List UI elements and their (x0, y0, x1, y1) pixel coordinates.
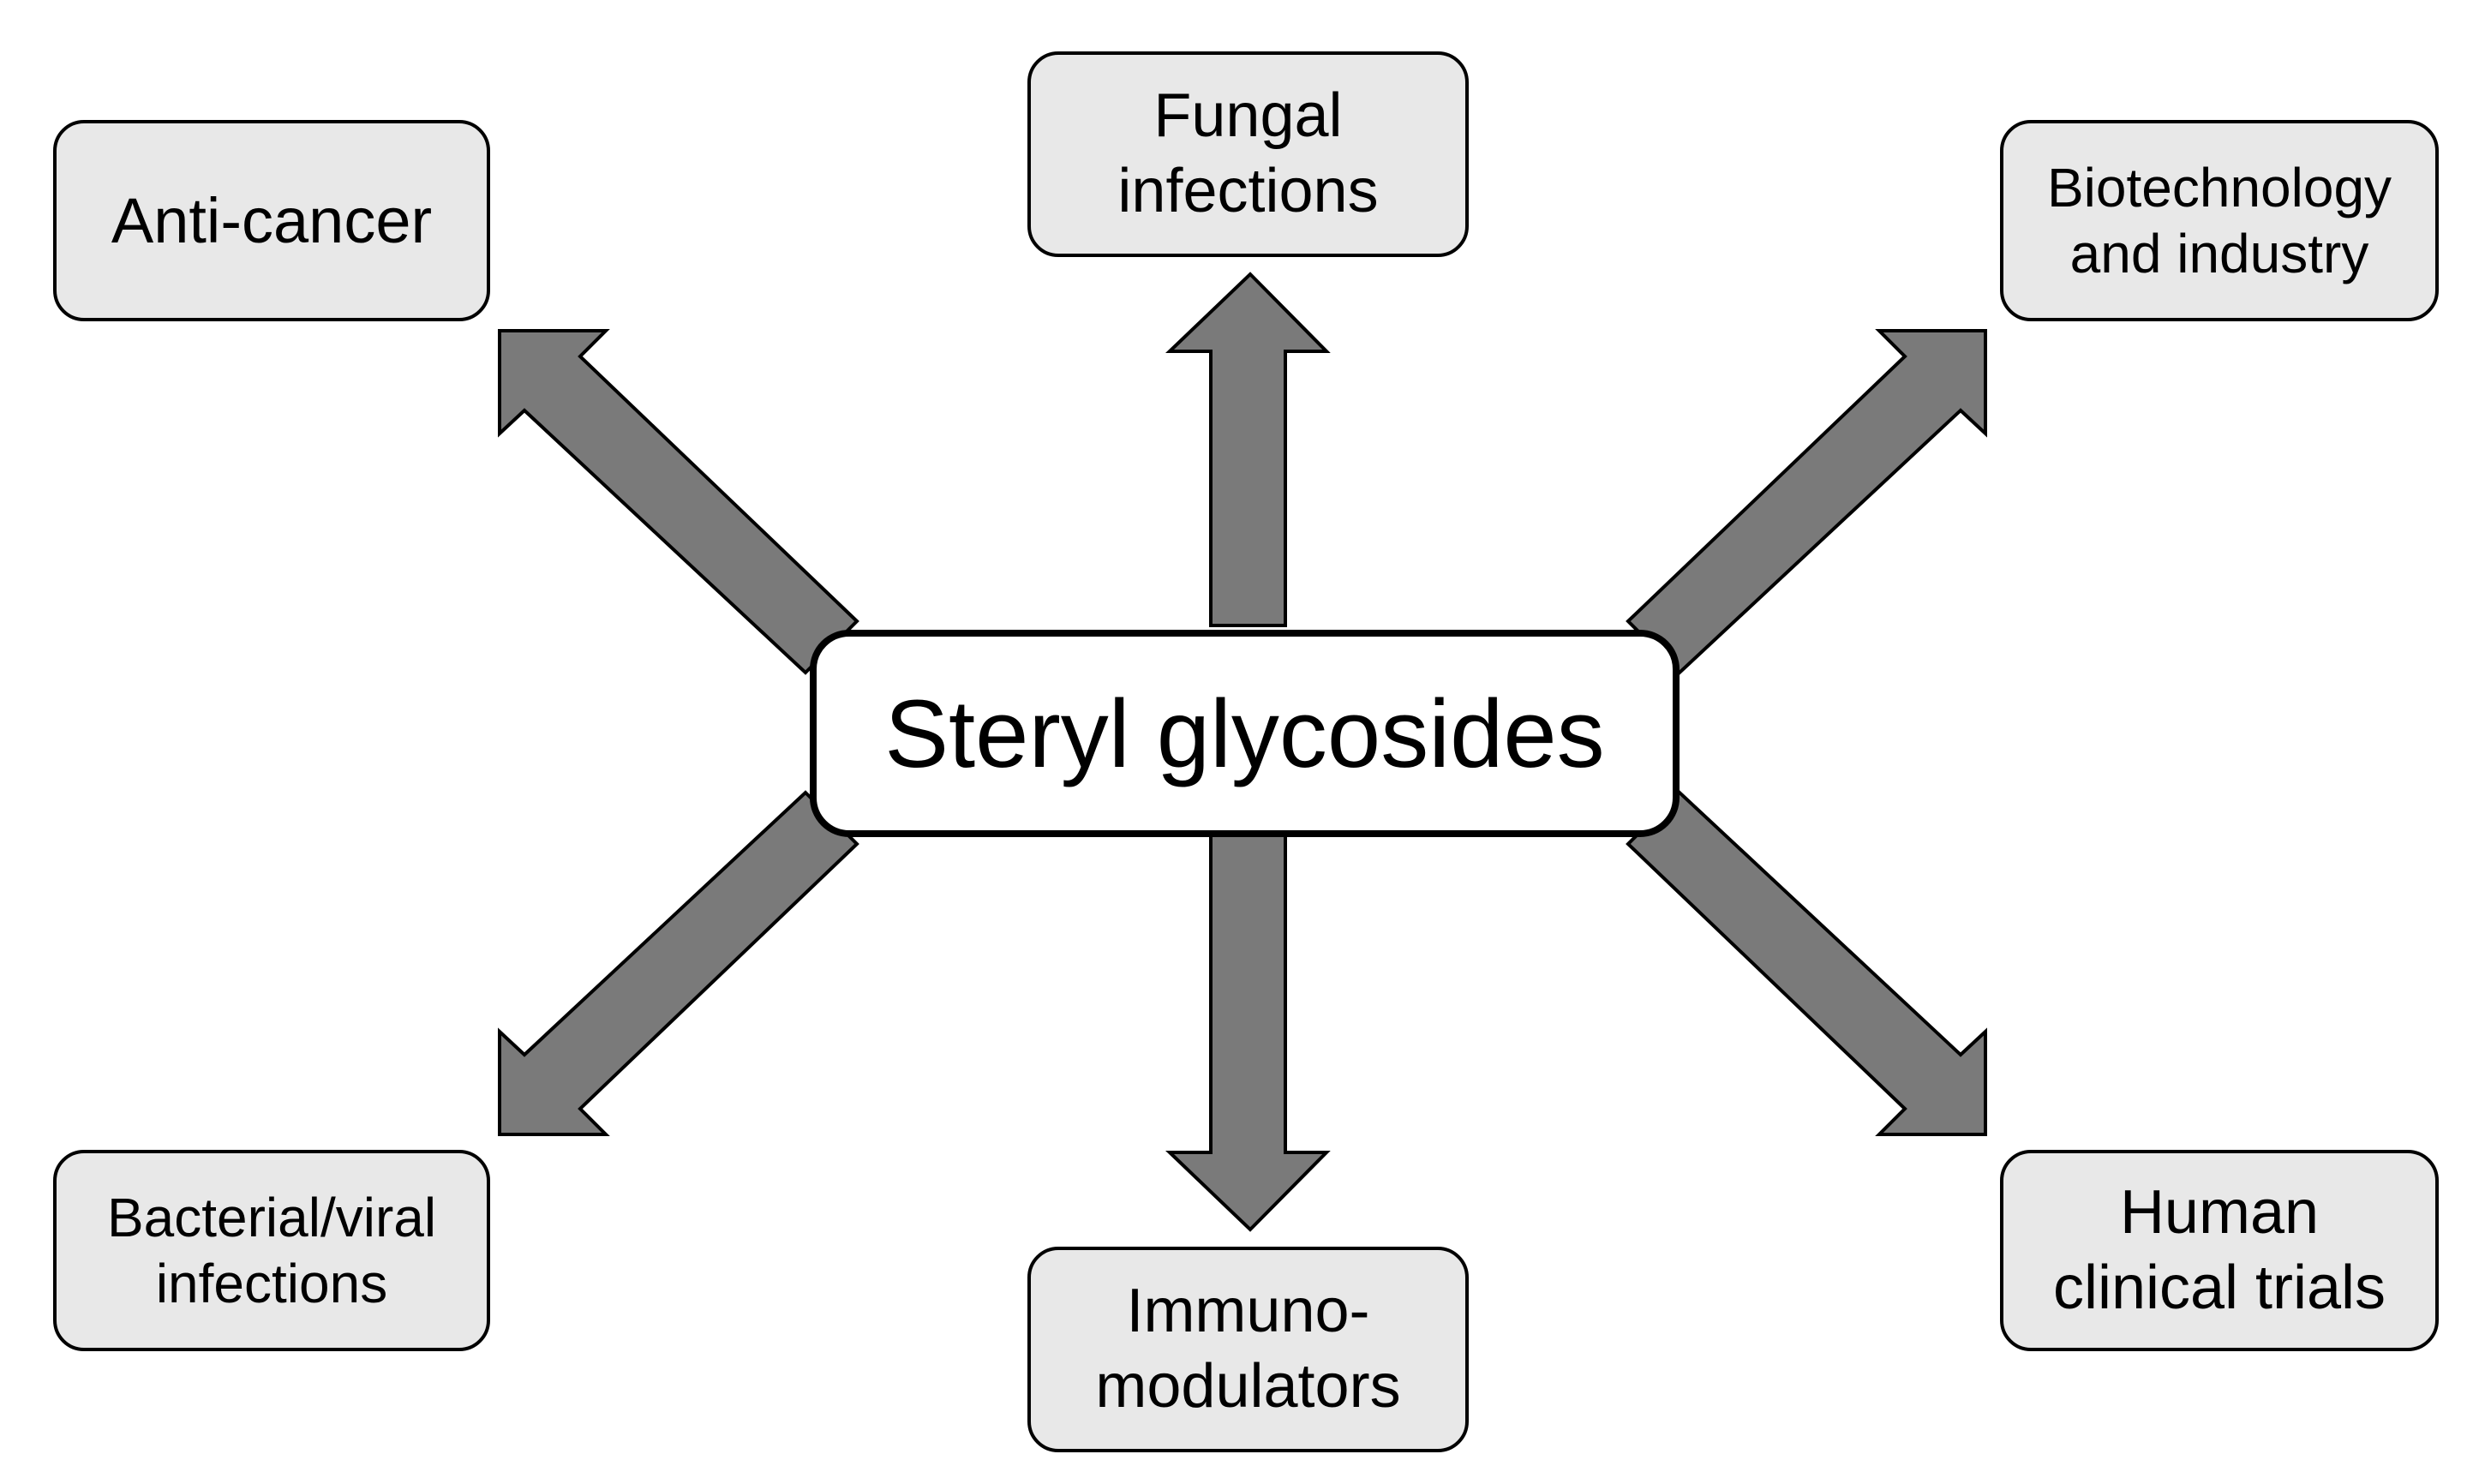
arrow-to-fungal-infections (1165, 272, 1331, 627)
node-immunomodulators-label: Immuno- modulators (1095, 1277, 1401, 1421)
node-anti-cancer: Anti-cancer (53, 120, 490, 321)
node-biotechnology-industry: Biotechnology and industry (2000, 120, 2439, 321)
center-node-label: Steryl glycosides (884, 679, 1605, 787)
node-human-clinical-trials: Human clinical trials (2000, 1150, 2439, 1351)
arrow-to-immunomodulators (1165, 834, 1331, 1232)
node-bacterial-viral-infections: Bacterial/viral infections (53, 1150, 490, 1351)
arrow-to-biotechnology-industry (1626, 329, 1987, 675)
node-immunomodulators: Immuno- modulators (1027, 1247, 1469, 1452)
node-fungal-infections-label: Fungal infections (1117, 81, 1379, 225)
center-node-steryl-glycosides: Steryl glycosides (810, 630, 1680, 837)
arrow-to-human-clinical-trials (1626, 790, 1987, 1136)
node-fungal-infections: Fungal infections (1027, 51, 1469, 257)
arrow-to-anti-cancer (498, 329, 859, 675)
node-biotechnology-industry-label: Biotechnology and industry (2046, 156, 2392, 284)
node-anti-cancer-label: Anti-cancer (111, 185, 433, 256)
node-human-clinical-trials-label: Human clinical trials (2052, 1177, 2386, 1322)
node-bacterial-viral-infections-label: Bacterial/viral infections (106, 1186, 437, 1314)
arrow-to-bacterial-viral-infections (498, 790, 859, 1136)
